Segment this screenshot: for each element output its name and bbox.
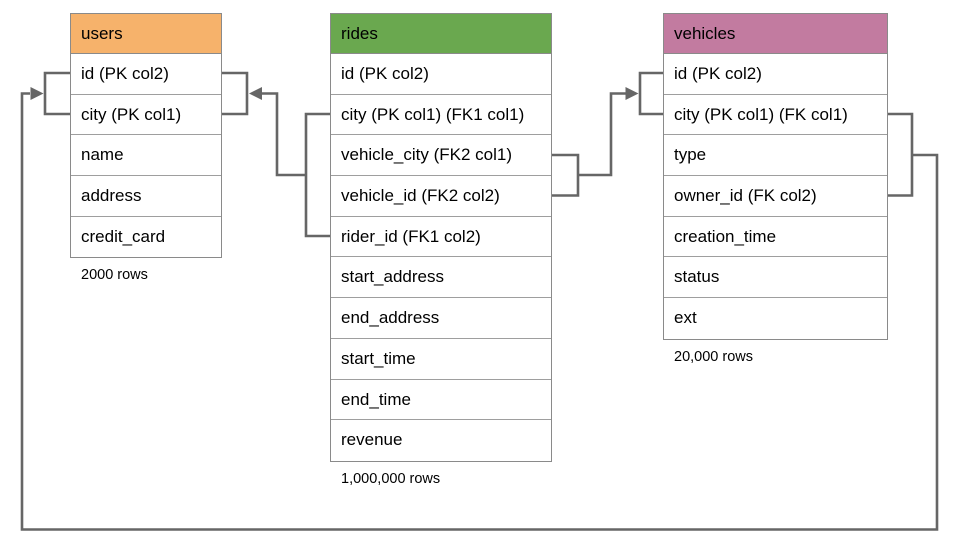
users-pk-bracket-right xyxy=(222,71,249,116)
table-column-row: revenue xyxy=(331,420,551,461)
table-column-row: city (PK col1) (FK1 col1) xyxy=(331,94,551,136)
table-vehicles-rowcount: 20,000 rows xyxy=(674,348,753,365)
rides-fk2-bracket-right xyxy=(552,153,580,197)
fk2-connector-line xyxy=(578,92,626,177)
fk2-arrowhead xyxy=(625,87,639,100)
table-column-row: type xyxy=(664,135,887,177)
table-vehicles-box: vehicles id (PK col2)city (PK col1) (FK … xyxy=(663,13,888,340)
table-column-row: city (PK col1) (FK col1) xyxy=(664,94,887,136)
fk-arrowhead xyxy=(30,87,44,100)
table-vehicles-header: vehicles xyxy=(664,14,887,54)
table-column-row: ext xyxy=(664,298,887,339)
fk2-rides-to-vehicles-connector xyxy=(552,71,663,197)
vehicles-pk-bracket-left xyxy=(638,71,663,116)
rides-fk1-bracket-left xyxy=(304,112,330,238)
table-column-row: address xyxy=(71,176,221,217)
table-vehicles: vehicles id (PK col2)city (PK col1) (FK … xyxy=(663,13,888,365)
table-vehicles-columns: id (PK col2)city (PK col1) (FK col1)type… xyxy=(664,54,887,339)
fk1-arrowhead xyxy=(249,87,262,100)
table-column-row: vehicle_city (FK2 col1) xyxy=(331,135,551,177)
table-column-row: end_address xyxy=(331,298,551,339)
table-column-row: id (PK col2) xyxy=(71,54,221,95)
table-column-row: owner_id (FK col2) xyxy=(664,176,887,217)
table-column-row: id (PK col2) xyxy=(331,54,551,95)
table-column-row: rider_id (FK1 col2) xyxy=(331,216,551,258)
table-column-row: start_address xyxy=(331,257,551,299)
table-rides: rides id (PK col2)city (PK col1) (FK1 co… xyxy=(330,13,552,487)
table-column-row: credit_card xyxy=(71,216,221,258)
table-column-row: name xyxy=(71,135,221,177)
table-rides-header: rides xyxy=(331,14,551,54)
users-pk-bracket-left xyxy=(43,71,70,116)
fk1-connector-line xyxy=(259,92,306,177)
table-column-row: end_time xyxy=(331,379,551,421)
table-column-row: creation_time xyxy=(664,216,887,258)
table-column-row: status xyxy=(664,257,887,299)
table-users-rowcount: 2000 rows xyxy=(81,267,148,284)
table-column-row: vehicle_id (FK2 col2) xyxy=(331,176,551,217)
table-column-row: id (PK col2) xyxy=(664,54,887,95)
table-rides-rowcount: 1,000,000 rows xyxy=(341,470,441,487)
table-rides-box: rides id (PK col2)city (PK col1) (FK1 co… xyxy=(330,13,552,462)
table-column-row: start_time xyxy=(331,338,551,380)
table-users-header: users xyxy=(71,14,221,54)
table-rides-columns: id (PK col2)city (PK col1) (FK1 col1)veh… xyxy=(331,54,551,461)
fk1-rides-to-users-connector xyxy=(222,71,330,238)
table-column-row: city (PK col1) xyxy=(71,94,221,136)
vehicles-fk-bracket-right xyxy=(888,112,914,197)
